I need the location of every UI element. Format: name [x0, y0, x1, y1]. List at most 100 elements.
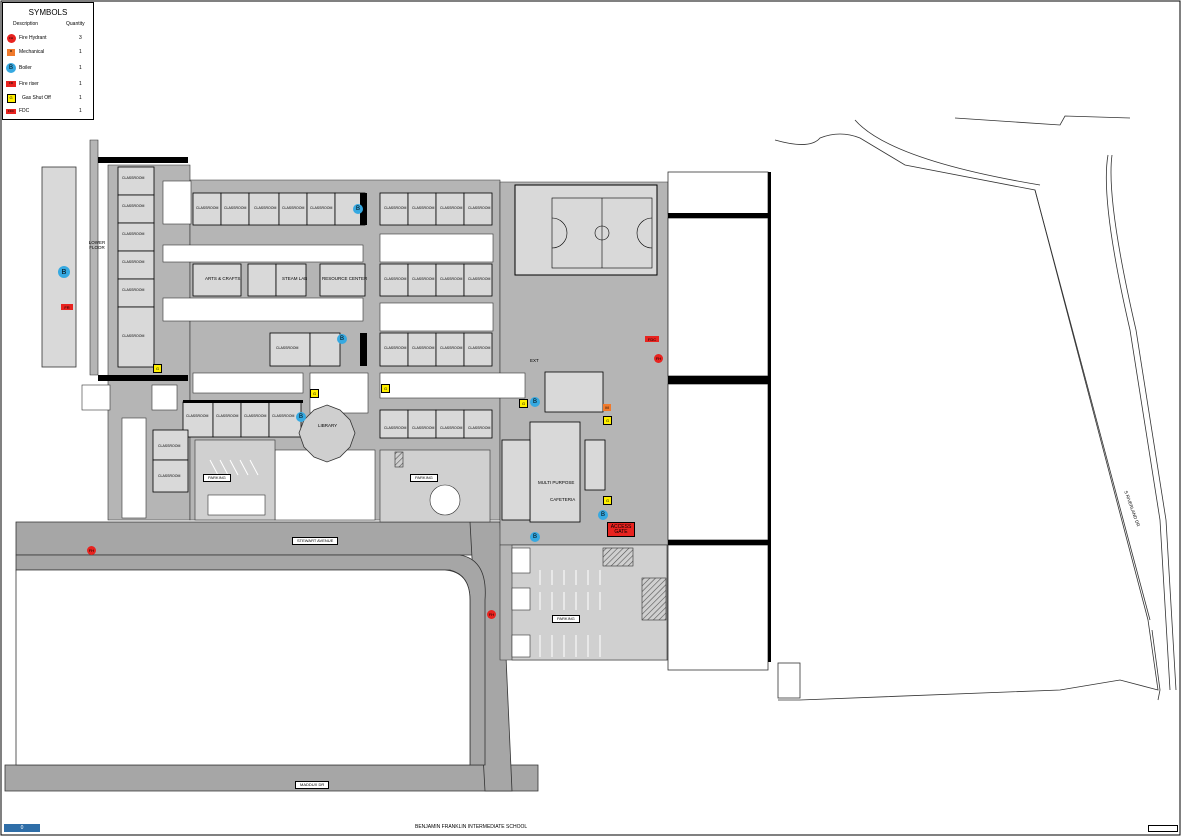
room-label-library: LIBRARY	[318, 423, 338, 428]
room-label-classroom: CLASSROOM	[276, 346, 299, 350]
room-label-classroom: CLASSROOM	[158, 444, 181, 448]
legend-row-boiler: B Boiler 1	[6, 63, 90, 73]
symbols-legend: SYMBOLS Description Quantity FH Fire Hyd…	[2, 2, 94, 120]
boiler-marker[interactable]: B	[530, 532, 540, 542]
road-inner-block	[15, 569, 471, 766]
room-label-classroom: CLASSROOM	[196, 206, 219, 210]
fire-hydrant-marker[interactable]: FH	[87, 546, 96, 555]
boiler-marker[interactable]: B	[353, 204, 363, 214]
gas-shutoff-marker[interactable]: G	[603, 496, 612, 505]
room-label-classroom: CLASSROOM	[244, 414, 267, 418]
legend-qty: 3	[79, 35, 82, 41]
field-rectangles	[667, 171, 769, 671]
room-label-classroom: CLASSROOM	[122, 232, 145, 236]
boiler-marker[interactable]: B	[337, 334, 347, 344]
boiler-marker[interactable]: B	[598, 510, 608, 520]
room-label-classroom: CLASSROOM	[122, 288, 145, 292]
gas-shutoff-marker[interactable]: G	[153, 364, 162, 373]
legend-label: FDC	[19, 108, 30, 114]
fdc-icon: FDC	[6, 108, 16, 114]
room-label-classroom: CLASSROOM	[412, 277, 435, 281]
room-label-arts: ARTS & CRAFTS	[205, 276, 241, 281]
room-label-classroom: CLASSROOM	[384, 206, 407, 210]
boiler-marker[interactable]: B	[296, 412, 306, 422]
room-label-classroom: CLASSROOM	[224, 206, 247, 210]
room-label-classroom: CLASSROOM	[254, 206, 277, 210]
room-label-classroom: CLASSROOM	[122, 176, 145, 180]
building-edges	[98, 157, 367, 403]
lower-floor-label: LOWER FLOOR	[88, 240, 106, 250]
legend-label: Fire riser	[19, 81, 39, 87]
room-label-classroom: CLASSROOM	[440, 426, 463, 430]
site-boundary	[774, 115, 1177, 701]
room-label-classroom: CLASSROOM	[468, 346, 491, 350]
parking-stalls	[209, 459, 601, 657]
street-label-maddux: MADDUX DR	[295, 781, 330, 789]
legend-qty: 1	[79, 95, 82, 101]
legend-label: Boiler	[19, 65, 32, 71]
access-gate: ACCESS GATE	[607, 522, 635, 537]
fire-hydrant-marker[interactable]: FH	[487, 610, 496, 619]
room-label-classroom: CLASSROOM	[384, 346, 407, 350]
legend-title: SYMBOLS	[28, 8, 68, 17]
legend-label: Fire Hydrant	[19, 35, 47, 41]
parking-areas	[194, 439, 668, 661]
legend-qty: 1	[79, 49, 82, 55]
legend-row-fdc: FDC FDC 1	[6, 106, 90, 116]
room-label-classroom: CLASSROOM	[468, 277, 491, 281]
fire-riser-icon: FR	[6, 79, 16, 89]
mechanical-icon: M	[6, 47, 16, 57]
room-label-classroom: CLASSROOM	[440, 346, 463, 350]
room-label-steam: STEAM LAB	[282, 276, 308, 281]
ext-label: EXT	[530, 358, 539, 363]
room-label-multipurpose: MULTI PURPOSE	[538, 480, 575, 485]
room-label-classroom: CLASSROOM	[216, 414, 239, 418]
roads	[4, 521, 539, 792]
boiler-icon: B	[6, 63, 16, 73]
room-label-classroom: CLASSROOM	[384, 277, 407, 281]
fire-hydrant-icon: FH	[6, 33, 16, 43]
fire-riser-marker[interactable]: FR	[61, 304, 73, 310]
legend-qty: 1	[79, 108, 82, 114]
legend-label: Gas Shut Off	[22, 95, 51, 101]
street-label-stewart: STEWART AVENUE	[292, 537, 339, 545]
room-label-classroom: CLASSROOM	[412, 346, 435, 350]
parking-label-west: PARKING	[203, 474, 231, 482]
gas-shutoff-marker[interactable]: G	[310, 389, 319, 398]
room-label-classroom: CLASSROOM	[440, 277, 463, 281]
room-label-classroom: CLASSROOM	[122, 204, 145, 208]
room-label-classroom: CLASSROOM	[468, 426, 491, 430]
fdc-marker[interactable]: FDC	[645, 336, 659, 342]
legend-qty: 1	[79, 65, 82, 71]
maddux-road	[4, 764, 539, 792]
room-label-cafeteria: CAFETERIA	[550, 497, 576, 502]
legend-row-mechanical: M Mechanical 1	[6, 47, 90, 57]
gas-shutoff-marker[interactable]: G	[603, 416, 612, 425]
room-label-classroom: CLASSROOM	[158, 474, 181, 478]
legend-row-fire-riser: FR Fire riser 1	[6, 79, 90, 89]
legend-description-header: Description	[13, 21, 39, 27]
fire-hydrant-marker[interactable]: FH	[654, 354, 663, 363]
parking-label-east: PARKING	[552, 615, 580, 623]
gas-shutoff-marker[interactable]: G	[381, 384, 390, 393]
boiler-marker[interactable]: B	[58, 266, 70, 278]
legend-quantity-header: Quantity	[66, 21, 85, 27]
page-number-badge: 0	[4, 824, 40, 832]
room-label-classroom: CLASSROOM	[412, 426, 435, 430]
legend-qty: 1	[79, 81, 82, 87]
room-label-classroom: CLASSROOM	[122, 334, 145, 338]
school-title: BENJAMIN FRANKLIN INTERMEDIATE SCHOOL	[415, 824, 528, 830]
gas-shutoff-marker[interactable]: G	[519, 399, 528, 408]
scale-bar	[1148, 825, 1178, 832]
room-label-classroom: CLASSROOM	[468, 206, 491, 210]
legend-label: Mechanical	[19, 49, 45, 55]
boiler-marker[interactable]: B	[530, 397, 540, 407]
room-label-classroom: CLASSROOM	[186, 414, 209, 418]
utility-box	[777, 662, 801, 699]
room-label-classroom: CLASSROOM	[282, 206, 305, 210]
corridors	[81, 180, 526, 521]
parking-label-center: PARKING	[410, 474, 438, 482]
mechanical-marker[interactable]: M	[603, 404, 611, 411]
room-label-classroom: CLASSROOM	[440, 206, 463, 210]
